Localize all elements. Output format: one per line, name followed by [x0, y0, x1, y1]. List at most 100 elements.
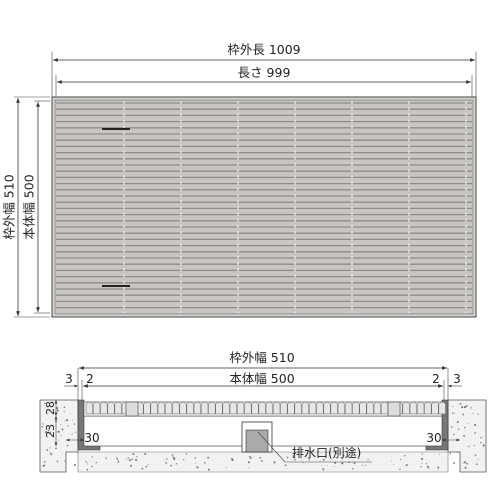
concrete-speckle [467, 422, 469, 424]
concrete-speckle [457, 428, 460, 431]
concrete-speckle [457, 451, 459, 453]
grating-section-bar [287, 401, 295, 415]
concrete-speckle [461, 406, 464, 409]
concrete-speckle [86, 468, 89, 471]
grating-section-bar [308, 401, 317, 415]
concrete-speckle [41, 425, 44, 428]
concrete-speckle [405, 464, 408, 467]
grating-section-bar [373, 401, 382, 415]
grating-section-bar [294, 401, 302, 415]
section-body-width-label: 本体幅 500 [229, 371, 294, 386]
concrete-speckle [117, 459, 119, 461]
concrete-speckle [474, 454, 477, 456]
grating-section-bar [380, 401, 389, 415]
grating-section-bar [150, 401, 158, 415]
concrete-speckle [173, 457, 176, 461]
concrete-speckle [164, 459, 166, 461]
concrete-speckle [452, 406, 454, 408]
frame-length-label: 枠外長 1009 [227, 42, 300, 57]
concrete-speckle [426, 465, 430, 468]
grating-body [54, 99, 474, 315]
concrete-speckle [69, 413, 71, 414]
grating-slats [56, 102, 472, 309]
concrete-speckle [472, 412, 474, 415]
concrete-speckle [420, 466, 422, 468]
concrete-speckle [105, 457, 107, 459]
concrete-speckle [287, 468, 289, 470]
grating-section-bar [424, 401, 432, 415]
concrete-speckle [231, 459, 234, 462]
concrete-speckle [204, 462, 206, 464]
grating-section-bar [85, 401, 94, 415]
concrete-speckle [42, 423, 44, 425]
grating-section-bar [366, 401, 374, 415]
drain-leader [257, 431, 286, 463]
concrete-speckle [225, 467, 227, 468]
grating-section-bar [316, 401, 324, 415]
concrete-speckle [439, 453, 440, 455]
grating-crossbars [123, 101, 467, 313]
concrete-speckle [391, 460, 393, 462]
concrete-speckle [130, 464, 132, 467]
grating-section-bar [265, 401, 274, 415]
concrete-speckle [284, 464, 287, 467]
concrete-speckle [196, 466, 199, 469]
concrete-speckle [136, 455, 138, 458]
concrete-speckle [132, 453, 135, 456]
concrete-speckle [464, 426, 466, 429]
concrete-speckle [354, 456, 356, 458]
concrete-speckle [49, 452, 51, 453]
concrete-speckle [66, 419, 69, 422]
grating-section-bar [359, 401, 367, 415]
concrete-speckle [42, 464, 45, 467]
concrete-speckle [460, 403, 462, 405]
concrete-speckle [421, 453, 423, 455]
concrete-speckle [85, 461, 87, 463]
height-upper-label: 28 [44, 401, 57, 415]
grating-section-bar [222, 401, 230, 415]
concrete-speckle [480, 437, 482, 439]
concrete-speckle [127, 457, 129, 459]
concrete-speckle [454, 412, 455, 414]
concrete-speckle [480, 442, 482, 444]
concrete-speckle [428, 467, 430, 469]
concrete-speckle [421, 463, 423, 464]
concrete-speckle [465, 405, 468, 408]
concrete-speckle [393, 464, 394, 465]
body-width-label: 本体幅 500 [22, 174, 37, 239]
concrete-speckle [321, 464, 323, 466]
concrete-speckle [125, 458, 127, 460]
grating-section-bar [438, 401, 446, 415]
concrete-speckle [116, 456, 117, 458]
concrete-speckle [72, 419, 73, 421]
grating-section-bar [330, 401, 338, 415]
concrete-speckle [66, 444, 69, 447]
concrete-speckle [175, 463, 178, 465]
concrete-speckle [249, 455, 251, 458]
concrete-speckle [117, 461, 119, 463]
grating-section-bar [92, 401, 101, 415]
left-gap-outer-label: 3 [65, 372, 73, 386]
concrete-right [447, 399, 487, 473]
concrete-speckle [425, 463, 428, 465]
concrete-speckle [91, 465, 93, 468]
concrete-speckle [185, 453, 188, 455]
concrete-speckle [466, 462, 468, 465]
right-gap-inner-label: 2 [432, 372, 440, 386]
concrete-speckle [194, 457, 197, 459]
concrete-speckle [482, 444, 485, 447]
concrete-speckle [49, 431, 52, 433]
concrete-speckle [352, 468, 354, 470]
concrete-speckle [47, 429, 50, 432]
concrete-speckle [73, 464, 76, 466]
grating-section-bar [416, 401, 425, 415]
concrete-speckle [141, 467, 144, 470]
concrete-speckle [477, 458, 479, 460]
grating-section-bar [193, 401, 202, 415]
concrete-speckle [326, 464, 328, 466]
concrete-speckle [49, 447, 51, 449]
concrete-speckle [353, 454, 355, 456]
concrete-speckle [464, 466, 467, 469]
concrete-speckle [474, 432, 476, 434]
